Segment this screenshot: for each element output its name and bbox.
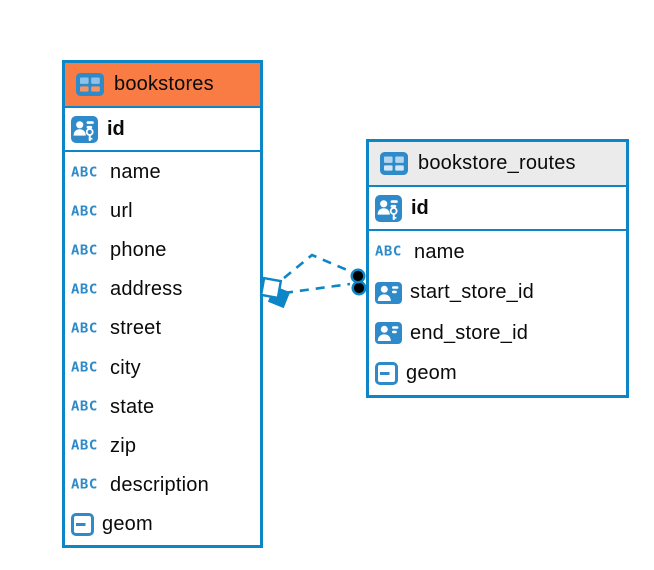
column-label: state [110, 395, 155, 418]
entity-header-bookstores[interactable]: bookstores [65, 63, 260, 108]
primary-key-icon [71, 115, 98, 143]
primary-key-icon [375, 194, 402, 222]
column-row[interactable]: ABC name [65, 153, 260, 193]
column-label: city [110, 356, 141, 379]
entity-title: bookstores [114, 73, 214, 95]
text-type-icon: ABC [71, 321, 98, 337]
column-label: geom [102, 512, 153, 535]
text-type-icon: ABC [71, 399, 98, 415]
text-type-icon: ABC [71, 204, 98, 220]
column-row[interactable]: ABC address [65, 270, 260, 310]
table-icon [76, 73, 104, 96]
column-row[interactable]: ABC state [65, 387, 260, 427]
table-icon [380, 152, 408, 175]
column-label: start_store_id [410, 281, 534, 304]
column-row[interactable]: geom [65, 504, 260, 544]
column-label: url [110, 200, 133, 223]
text-type-icon: ABC [71, 282, 98, 298]
pk-column-label: id [107, 117, 125, 140]
text-type-icon: ABC [71, 243, 98, 259]
column-row[interactable]: ABC city [65, 348, 260, 388]
text-type-icon: ABC [71, 438, 98, 454]
column-label: description [110, 473, 209, 496]
column-row[interactable]: ABC zip [65, 426, 260, 466]
text-type-icon: ABC [71, 477, 98, 493]
entity-bookstores[interactable]: bookstores id ABC name [62, 60, 263, 548]
column-label: street [110, 317, 162, 340]
reference-type-icon [375, 322, 402, 345]
relation-circle-endpoint[interactable] [350, 268, 367, 296]
column-row[interactable]: ABC url [65, 192, 260, 232]
column-row-pk[interactable]: id [65, 108, 260, 152]
column-label: address [110, 278, 183, 301]
column-label: zip [110, 434, 137, 457]
column-list: ABC name ABC url ABC phone ABC address A… [65, 152, 260, 545]
entity-header-bookstore-routes[interactable]: bookstore_routes [369, 142, 626, 187]
text-type-icon: ABC [71, 360, 98, 376]
column-label: phone [110, 239, 167, 262]
entity-title: bookstore_routes [418, 152, 576, 174]
reference-type-icon [375, 281, 402, 304]
column-row[interactable]: ABC phone [65, 231, 260, 271]
column-label: name [414, 240, 465, 263]
geometry-type-icon [375, 362, 398, 386]
column-label: geom [406, 362, 457, 385]
column-row-pk[interactable]: id [369, 187, 626, 231]
text-type-icon: ABC [375, 244, 402, 260]
relation-line[interactable] [283, 282, 351, 295]
geometry-type-icon [71, 512, 94, 536]
column-row[interactable]: geom [369, 353, 626, 394]
relation-diamond-endpoint[interactable] [259, 276, 291, 309]
column-row[interactable]: ABC street [65, 309, 260, 349]
pk-column-label: id [411, 196, 429, 219]
text-type-icon: ABC [71, 165, 98, 180]
column-label: end_store_id [410, 321, 529, 344]
relation-line[interactable] [283, 253, 355, 280]
column-row[interactable]: ABC name [369, 232, 626, 273]
column-list: ABC name start_store_id [369, 231, 626, 395]
column-row[interactable]: end_store_id [369, 313, 626, 354]
entity-bookstore-routes[interactable]: bookstore_routes id ABC name [366, 139, 629, 398]
column-row[interactable]: ABC description [65, 465, 260, 505]
column-label: name [110, 161, 161, 184]
column-row[interactable]: start_store_id [369, 272, 626, 313]
